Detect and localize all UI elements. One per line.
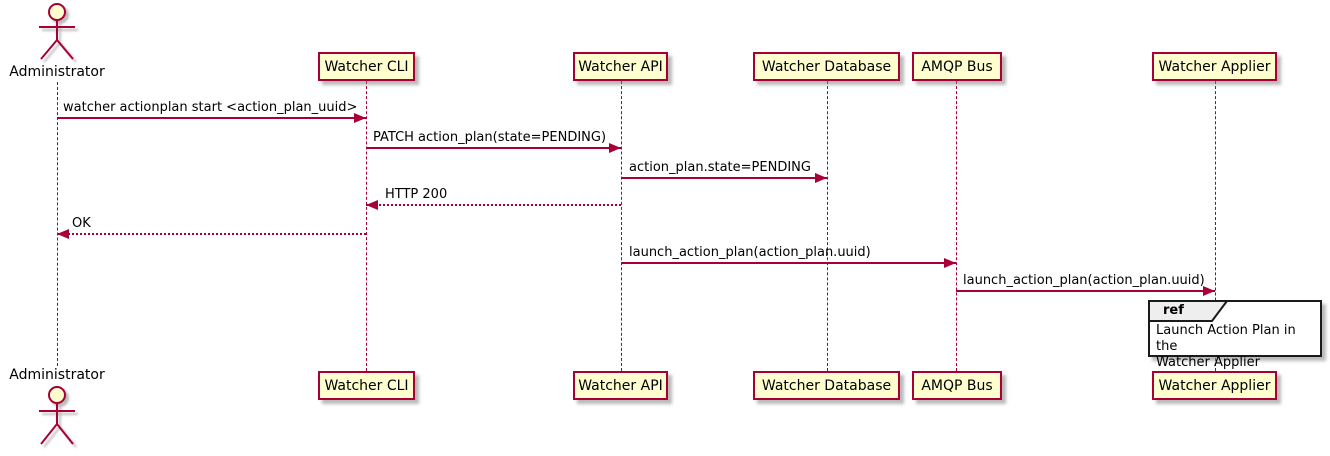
actor-label-bottom: Administrator	[9, 367, 105, 383]
message-4-line	[366, 204, 621, 206]
message-5-arrowhead-icon	[57, 229, 69, 239]
participant-watcher-database-bottom: Watcher Database	[753, 371, 900, 400]
message-1-label: watcher actionplan start <action_plan_uu…	[63, 100, 358, 115]
ref-tab-icon	[1148, 300, 1229, 322]
participant-label: Watcher CLI	[324, 377, 409, 394]
lifeline-watcher-cli	[366, 81, 367, 371]
message-2-arrowhead-icon	[609, 143, 621, 153]
participant-watcher-cli-top: Watcher CLI	[318, 52, 415, 81]
actor-label-top: Administrator	[9, 64, 105, 80]
ref-text: Launch Action Plan in the Watcher Applie…	[1156, 323, 1296, 370]
lifeline-watcher-applier	[1215, 81, 1216, 371]
message-1-arrowhead-icon	[354, 113, 366, 123]
message-5-label: OK	[72, 216, 91, 231]
message-1-line	[57, 117, 366, 119]
message-4-label: HTTP 200	[385, 187, 448, 202]
participant-watcher-applier-bottom: Watcher Applier	[1152, 371, 1277, 400]
message-6-arrowhead-icon	[944, 258, 956, 268]
message-3-arrowhead-icon	[815, 173, 827, 183]
message-3-label: action_plan.state=PENDING	[629, 160, 811, 175]
lifeline-watcher-database	[827, 81, 828, 371]
message-3-line	[621, 177, 827, 179]
actor-icon-top	[39, 3, 75, 60]
message-6-line	[621, 262, 956, 264]
ref-keyword: ref	[1163, 303, 1184, 318]
participant-watcher-cli-bottom: Watcher CLI	[318, 371, 415, 400]
message-7-line	[956, 290, 1215, 292]
lifeline-administrator	[57, 82, 58, 366]
message-7-arrowhead-icon	[1203, 286, 1215, 296]
participant-label: Watcher Applier	[1158, 58, 1271, 75]
message-5-line	[57, 233, 366, 235]
participant-amqp-bus-top: AMQP Bus	[912, 52, 1002, 81]
lifeline-watcher-api	[621, 81, 622, 371]
message-7-label: launch_action_plan(action_plan.uuid)	[963, 273, 1205, 288]
participant-label: Watcher API	[578, 377, 663, 394]
participant-label: AMQP Bus	[921, 377, 993, 394]
lifeline-amqp-bus	[956, 81, 957, 371]
participant-watcher-applier-top: Watcher Applier	[1152, 52, 1277, 81]
message-2-label: PATCH action_plan(state=PENDING)	[373, 130, 607, 145]
participant-label: Watcher Applier	[1158, 377, 1271, 394]
participant-label: Watcher Database	[761, 377, 892, 394]
message-2-line	[366, 147, 621, 149]
ref-fragment: ref Launch Action Plan in the Watcher Ap…	[1148, 300, 1322, 370]
participant-label: Watcher Database	[761, 58, 892, 75]
message-4-arrowhead-icon	[366, 200, 378, 210]
message-6-label: launch_action_plan(action_plan.uuid)	[629, 245, 871, 260]
participant-watcher-api-top: Watcher API	[573, 52, 668, 81]
participant-amqp-bus-bottom: AMQP Bus	[912, 371, 1002, 400]
participant-label: Watcher API	[578, 58, 663, 75]
actor-icon-bottom	[39, 386, 75, 445]
participant-label: AMQP Bus	[921, 58, 993, 75]
participant-watcher-api-bottom: Watcher API	[573, 371, 668, 400]
participant-watcher-database-top: Watcher Database	[753, 52, 900, 81]
participant-label: Watcher CLI	[324, 58, 409, 75]
